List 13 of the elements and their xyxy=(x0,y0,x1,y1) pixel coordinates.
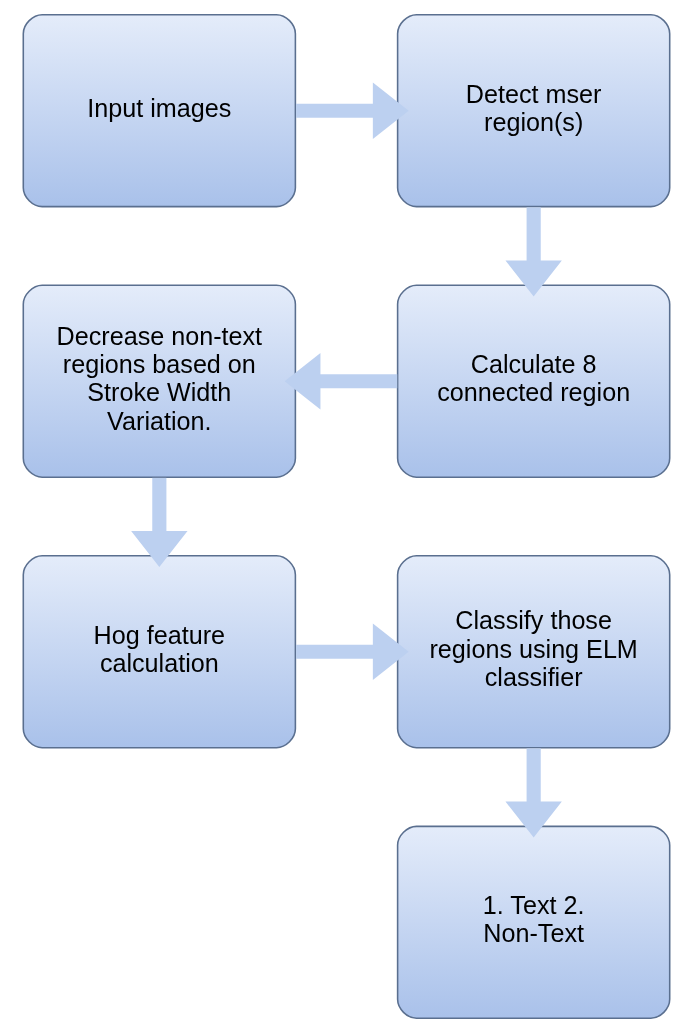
node-box: Calculate 8 connected region xyxy=(396,284,670,478)
node-box: Hog feature calculation xyxy=(22,555,296,749)
arrow xyxy=(504,748,562,838)
node-box: 1. Text 2. Non-Text xyxy=(396,825,670,1019)
arrow xyxy=(130,477,188,567)
node-box: Input images xyxy=(22,14,296,208)
arrow xyxy=(295,623,409,680)
arrow xyxy=(295,82,409,139)
node-box: Detect mser region(s) xyxy=(396,14,670,208)
arrow xyxy=(504,207,562,297)
arrow xyxy=(284,353,397,410)
node-box: Decrease non-text regions based on Stroke Width Variation. xyxy=(22,284,296,478)
node-box: Classify those regions using ELM classifier xyxy=(396,555,670,749)
